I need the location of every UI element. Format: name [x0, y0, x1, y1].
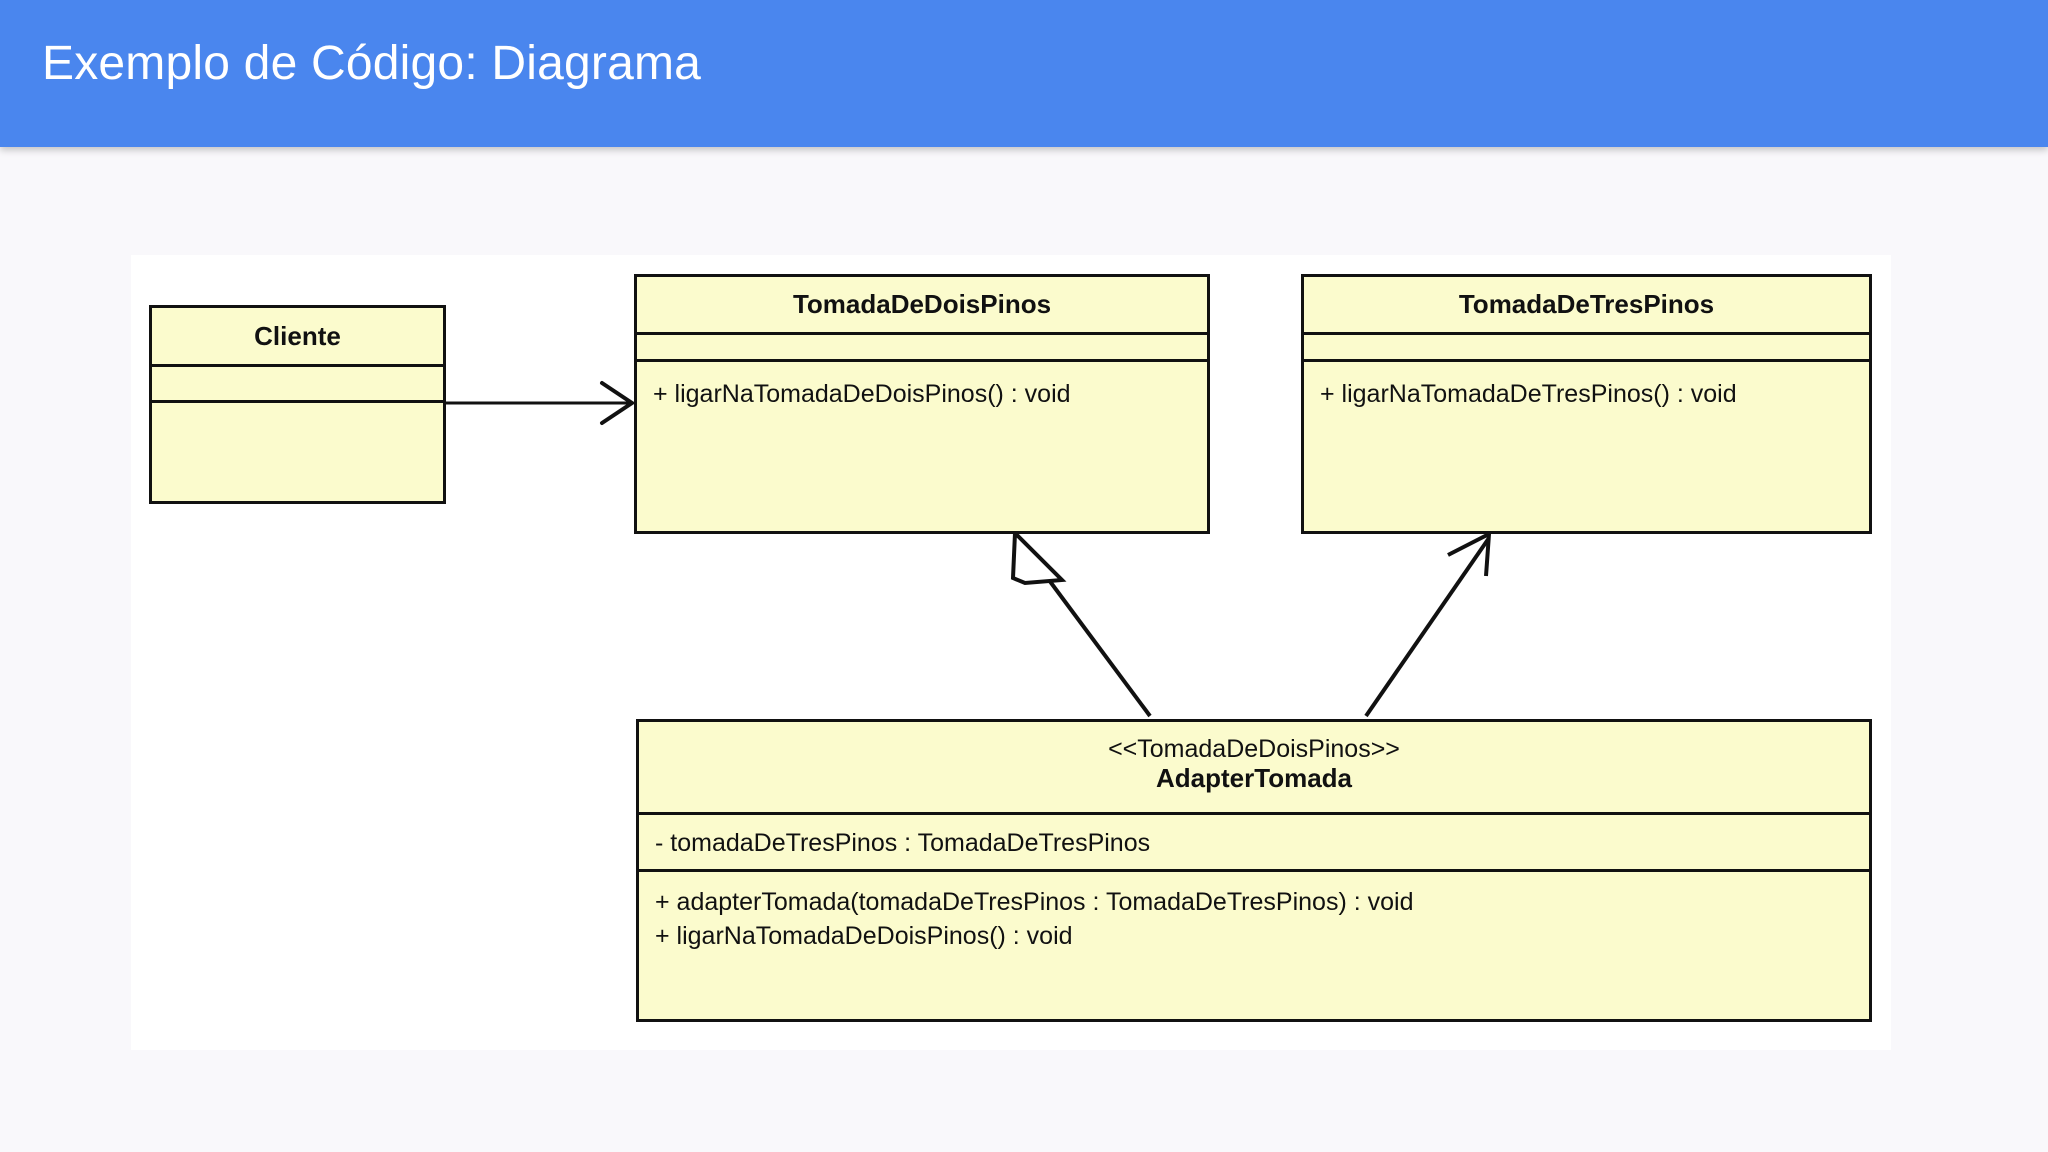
class-stereotype-label: <<TomadaDeDoisPinos>> [1108, 735, 1400, 763]
class-operation-item: + ligarNaTomadaDeTresPinos() : void [1320, 380, 1737, 408]
class-operation-item: + adapterTomada(tomadaDeTresPinos : Toma… [655, 888, 1414, 916]
class-attributes-compartment [1304, 335, 1869, 362]
class-attributes-compartment [637, 335, 1207, 362]
class-name-compartment: TomadaDeDoisPinos [637, 277, 1207, 335]
class-operations-compartment: + ligarNaTomadaDeTresPinos() : void [1304, 362, 1869, 531]
class-attributes-compartment [152, 367, 443, 403]
class-name-label: Cliente [254, 321, 341, 351]
class-name-compartment: <<TomadaDeDoisPinos>> AdapterTomada [639, 722, 1869, 815]
class-name-label: TomadaDeTresPinos [1458, 289, 1715, 319]
class-operation-item: + ligarNaTomadaDeDoisPinos() : void [653, 380, 1071, 408]
class-name-compartment: TomadaDeTresPinos [1304, 277, 1869, 335]
uml-class-tomadadedoispinos[interactable]: TomadaDeDoisPinos + ligarNaTomadaDeDoisP… [634, 274, 1210, 534]
uml-class-tomadadetrespinos[interactable]: TomadaDeTresPinos + ligarNaTomadaDeTresP… [1301, 274, 1872, 534]
uml-class-adaptertomada[interactable]: <<TomadaDeDoisPinos>> AdapterTomada - to… [636, 719, 1872, 1022]
class-attributes-compartment: - tomadaDeTresPinos : TomadaDeTresPinos [639, 815, 1869, 872]
class-attribute-item: - tomadaDeTresPinos : TomadaDeTresPinos [655, 829, 1151, 857]
class-operations-compartment [152, 403, 443, 501]
class-name-label: TomadaDeDoisPinos [792, 289, 1052, 319]
class-name-label: AdapterTomada [1156, 763, 1352, 793]
class-name-compartment: Cliente [152, 308, 443, 367]
uml-class-cliente[interactable]: Cliente [149, 305, 446, 504]
page-title: Exemplo de Código: Diagrama [42, 37, 702, 90]
slide-header: Exemplo de Código: Diagrama [0, 0, 2048, 147]
class-operations-compartment: + ligarNaTomadaDeDoisPinos() : void [637, 362, 1207, 531]
class-operations-compartment: + adapterTomada(tomadaDeTresPinos : Toma… [639, 872, 1869, 1019]
class-operation-item: + ligarNaTomadaDeDoisPinos() : void [655, 921, 1073, 950]
